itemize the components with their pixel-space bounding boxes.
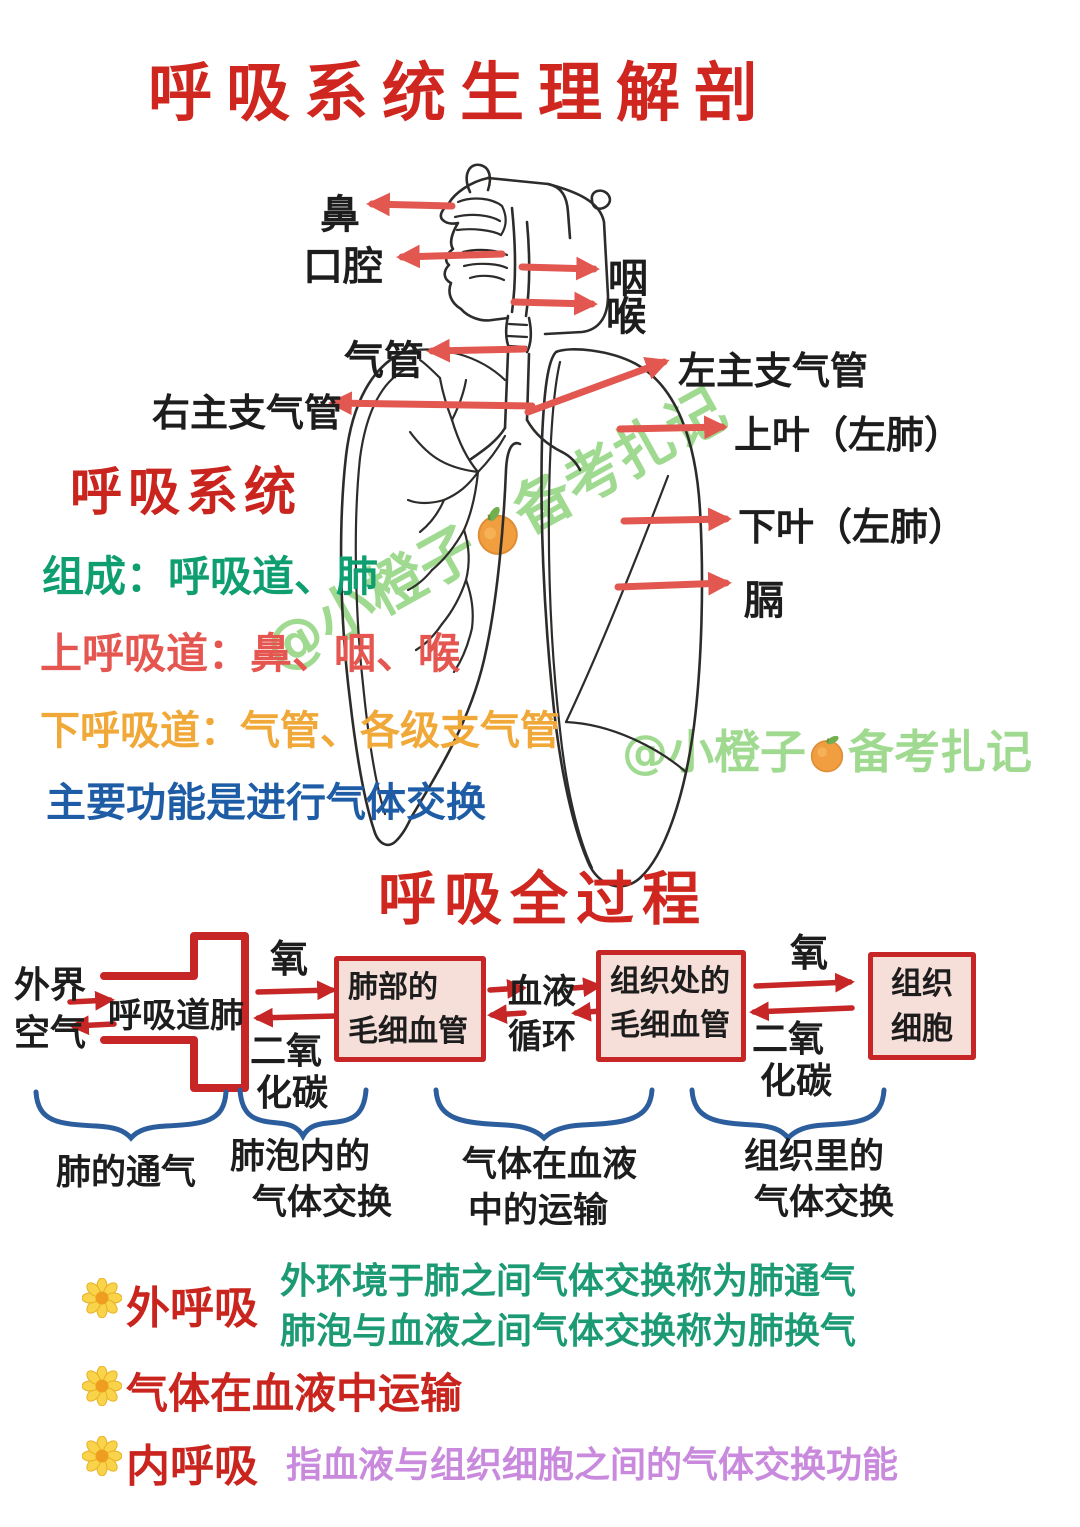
watermark-text-before: @小橙子 <box>622 725 806 779</box>
gas-oxygen-1: 氧 <box>270 937 309 981</box>
label-pharynx: 咽 <box>608 256 648 302</box>
upper-airway-line: 上呼吸道：鼻、咽、喉 <box>40 629 461 678</box>
stage-alveolar-exchange: 肺泡内的 气体交换 <box>230 1137 393 1224</box>
arrow-lower-lobe <box>620 507 732 532</box>
orange-icon <box>806 731 848 785</box>
arrow-trachea <box>426 338 528 363</box>
watermark-text-after: 备考扎记 <box>848 725 1032 779</box>
watermark-horizontal: @小橙子备考扎记 <box>622 716 1032 785</box>
orange-icon <box>460 494 538 579</box>
external-respiration-desc-2: 肺泡与血液之间气体交换称为肺换气 <box>280 1311 857 1352</box>
arrow-oral-cavity <box>396 244 506 269</box>
watermark-diagonal: @小橙子备考扎记 <box>246 363 740 691</box>
internal-respiration-label: 内呼吸 <box>126 1441 258 1492</box>
label-left-main-bronchus: 左主支气管 <box>678 349 869 393</box>
arrow-diaphragm <box>614 571 732 596</box>
node-outside-air: 外界 空气 <box>14 965 87 1054</box>
stage-blood-transport: 气体在血液 中的运输 <box>462 1145 638 1232</box>
gas-co2-1-line1: 二氧 <box>250 1031 323 1072</box>
label-larynx: 喉 <box>606 294 646 340</box>
internal-respiration-desc: 指血液与组织细胞之间的气体交换功能 <box>286 1445 899 1486</box>
stage-ventilation: 肺的通气 <box>56 1153 197 1193</box>
node-blood-circulation: 血液 循环 <box>508 972 576 1057</box>
node-airway-lung: 呼吸道肺 <box>108 996 244 1036</box>
label-upper-lobe: 上叶（左肺） <box>734 413 963 457</box>
process-heading: 呼吸全过程 <box>378 865 709 933</box>
airway-lung-outline <box>100 932 249 1092</box>
label-lower-lobe: 下叶（左肺） <box>738 505 967 549</box>
node-tissue-capillary: 组织处的 毛细血管 <box>596 950 746 1062</box>
arrow-larynx <box>510 291 598 316</box>
brace-alveolar-exchange <box>237 1087 369 1142</box>
anatomy-diagram <box>339 163 704 888</box>
brace-ventilation <box>33 1089 229 1142</box>
stage-braces <box>33 1087 887 1142</box>
page-title: 呼吸系统生理解剖 <box>148 57 772 131</box>
flow-diagram-shapes <box>67 932 855 1092</box>
label-nose: 鼻 <box>320 192 360 238</box>
flower-icon <box>81 1365 123 1410</box>
label-right-main-bronchus: 右主支气管 <box>152 391 343 435</box>
gas-co2-2-line1: 二氧 <box>752 1019 825 1060</box>
brace-blood-transport <box>433 1087 655 1142</box>
flower-icon <box>81 1435 123 1480</box>
stage-tissue-exchange: 组织里的 气体交换 <box>744 1137 895 1224</box>
label-trachea: 气管 <box>344 338 424 384</box>
lower-airway-line: 下呼吸道：气管、各级支气管 <box>40 708 560 754</box>
respiratory-system-heading: 呼吸系统 <box>70 463 303 523</box>
arrow-upper-lobe <box>616 415 728 440</box>
node-lung-capillary: 肺部的 毛细血管 <box>334 956 486 1062</box>
flower-icon <box>81 1277 123 1322</box>
arrow-left-main-bronchus <box>524 356 670 416</box>
external-respiration-desc-1: 外环境于肺之间气体交换称为肺通气 <box>280 1261 857 1302</box>
arrow-right-main-bronchus <box>328 391 536 416</box>
main-function-line: 主要功能是进行气体交换 <box>46 780 486 826</box>
gas-transport-label: 气体在血液中运输 <box>126 1369 463 1418</box>
gas-oxygen-2: 氧 <box>790 931 829 975</box>
external-respiration-label: 外呼吸 <box>126 1283 258 1334</box>
bronchial-tree <box>406 358 507 674</box>
label-oral-cavity: 口腔 <box>303 244 383 290</box>
gas-co2-2-line2: 化碳 <box>760 1061 833 1102</box>
anatomy-label-arrows <box>328 192 732 596</box>
node-tissue-cells: 组织 细胞 <box>868 952 976 1060</box>
gas-co2-1-line2: 化碳 <box>256 1073 329 1114</box>
label-diaphragm: 膈 <box>744 578 784 624</box>
brace-tissue-exchange <box>689 1087 887 1142</box>
composition-line: 组成：呼吸道、肺 <box>42 552 379 601</box>
arrow-pharynx <box>518 256 600 281</box>
arrow-nose <box>366 192 456 217</box>
